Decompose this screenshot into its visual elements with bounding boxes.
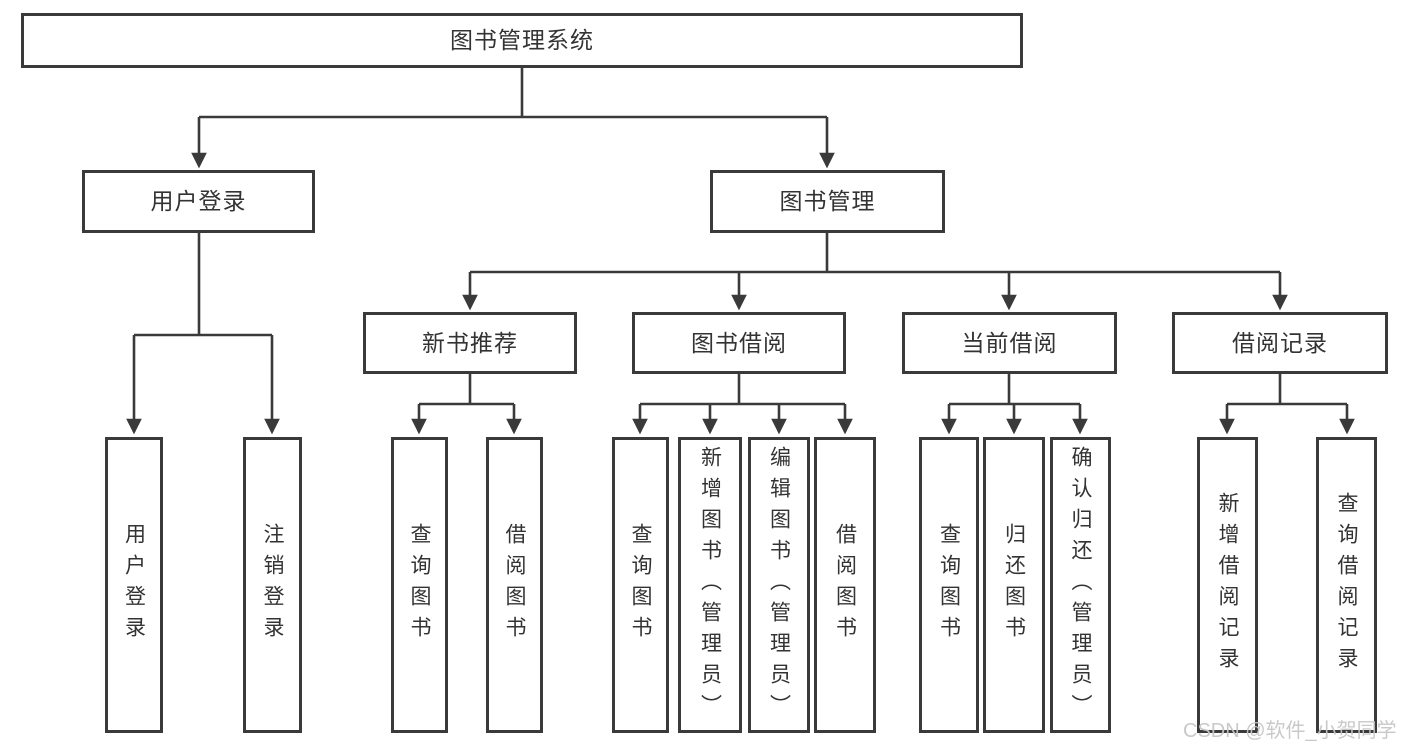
node-current-borrowing: 当前借阅 [902,312,1117,374]
leaf-borrow-books-recommend: 借阅图书 [486,437,543,733]
node-book-borrowing: 图书借阅 [632,312,846,374]
watermark: CSDN @软件_小贺同学 [1183,720,1397,742]
leaf-query-borrow-record: 查询借阅记录 [1316,437,1377,733]
leaf-edit-book-admin: 编辑图书（管理员） [748,437,810,733]
leaf-borrow-books: 借阅图书 [814,437,876,733]
leaf-query-books-current: 查询图书 [919,437,979,733]
leaf-add-borrow-record: 新增借阅记录 [1197,437,1258,733]
leaf-query-books-recommend: 查询图书 [391,437,448,733]
node-user-login: 用户登录 [82,170,315,233]
node-library-system: 图书管理系统 [21,13,1023,68]
node-book-management: 图书管理 [710,170,945,233]
leaf-add-book-admin: 新增图书（管理员） [678,437,742,733]
leaf-user-login: 用户登录 [105,437,163,733]
leaf-confirm-return-admin: 确认归还（管理员） [1050,437,1111,733]
node-new-book-recommend: 新书推荐 [363,312,577,374]
leaf-logout: 注销登录 [243,437,302,733]
leaf-query-books-borrowing: 查询图书 [612,437,669,733]
leaf-return-book: 归还图书 [983,437,1045,733]
node-borrow-records: 借阅记录 [1172,312,1388,374]
